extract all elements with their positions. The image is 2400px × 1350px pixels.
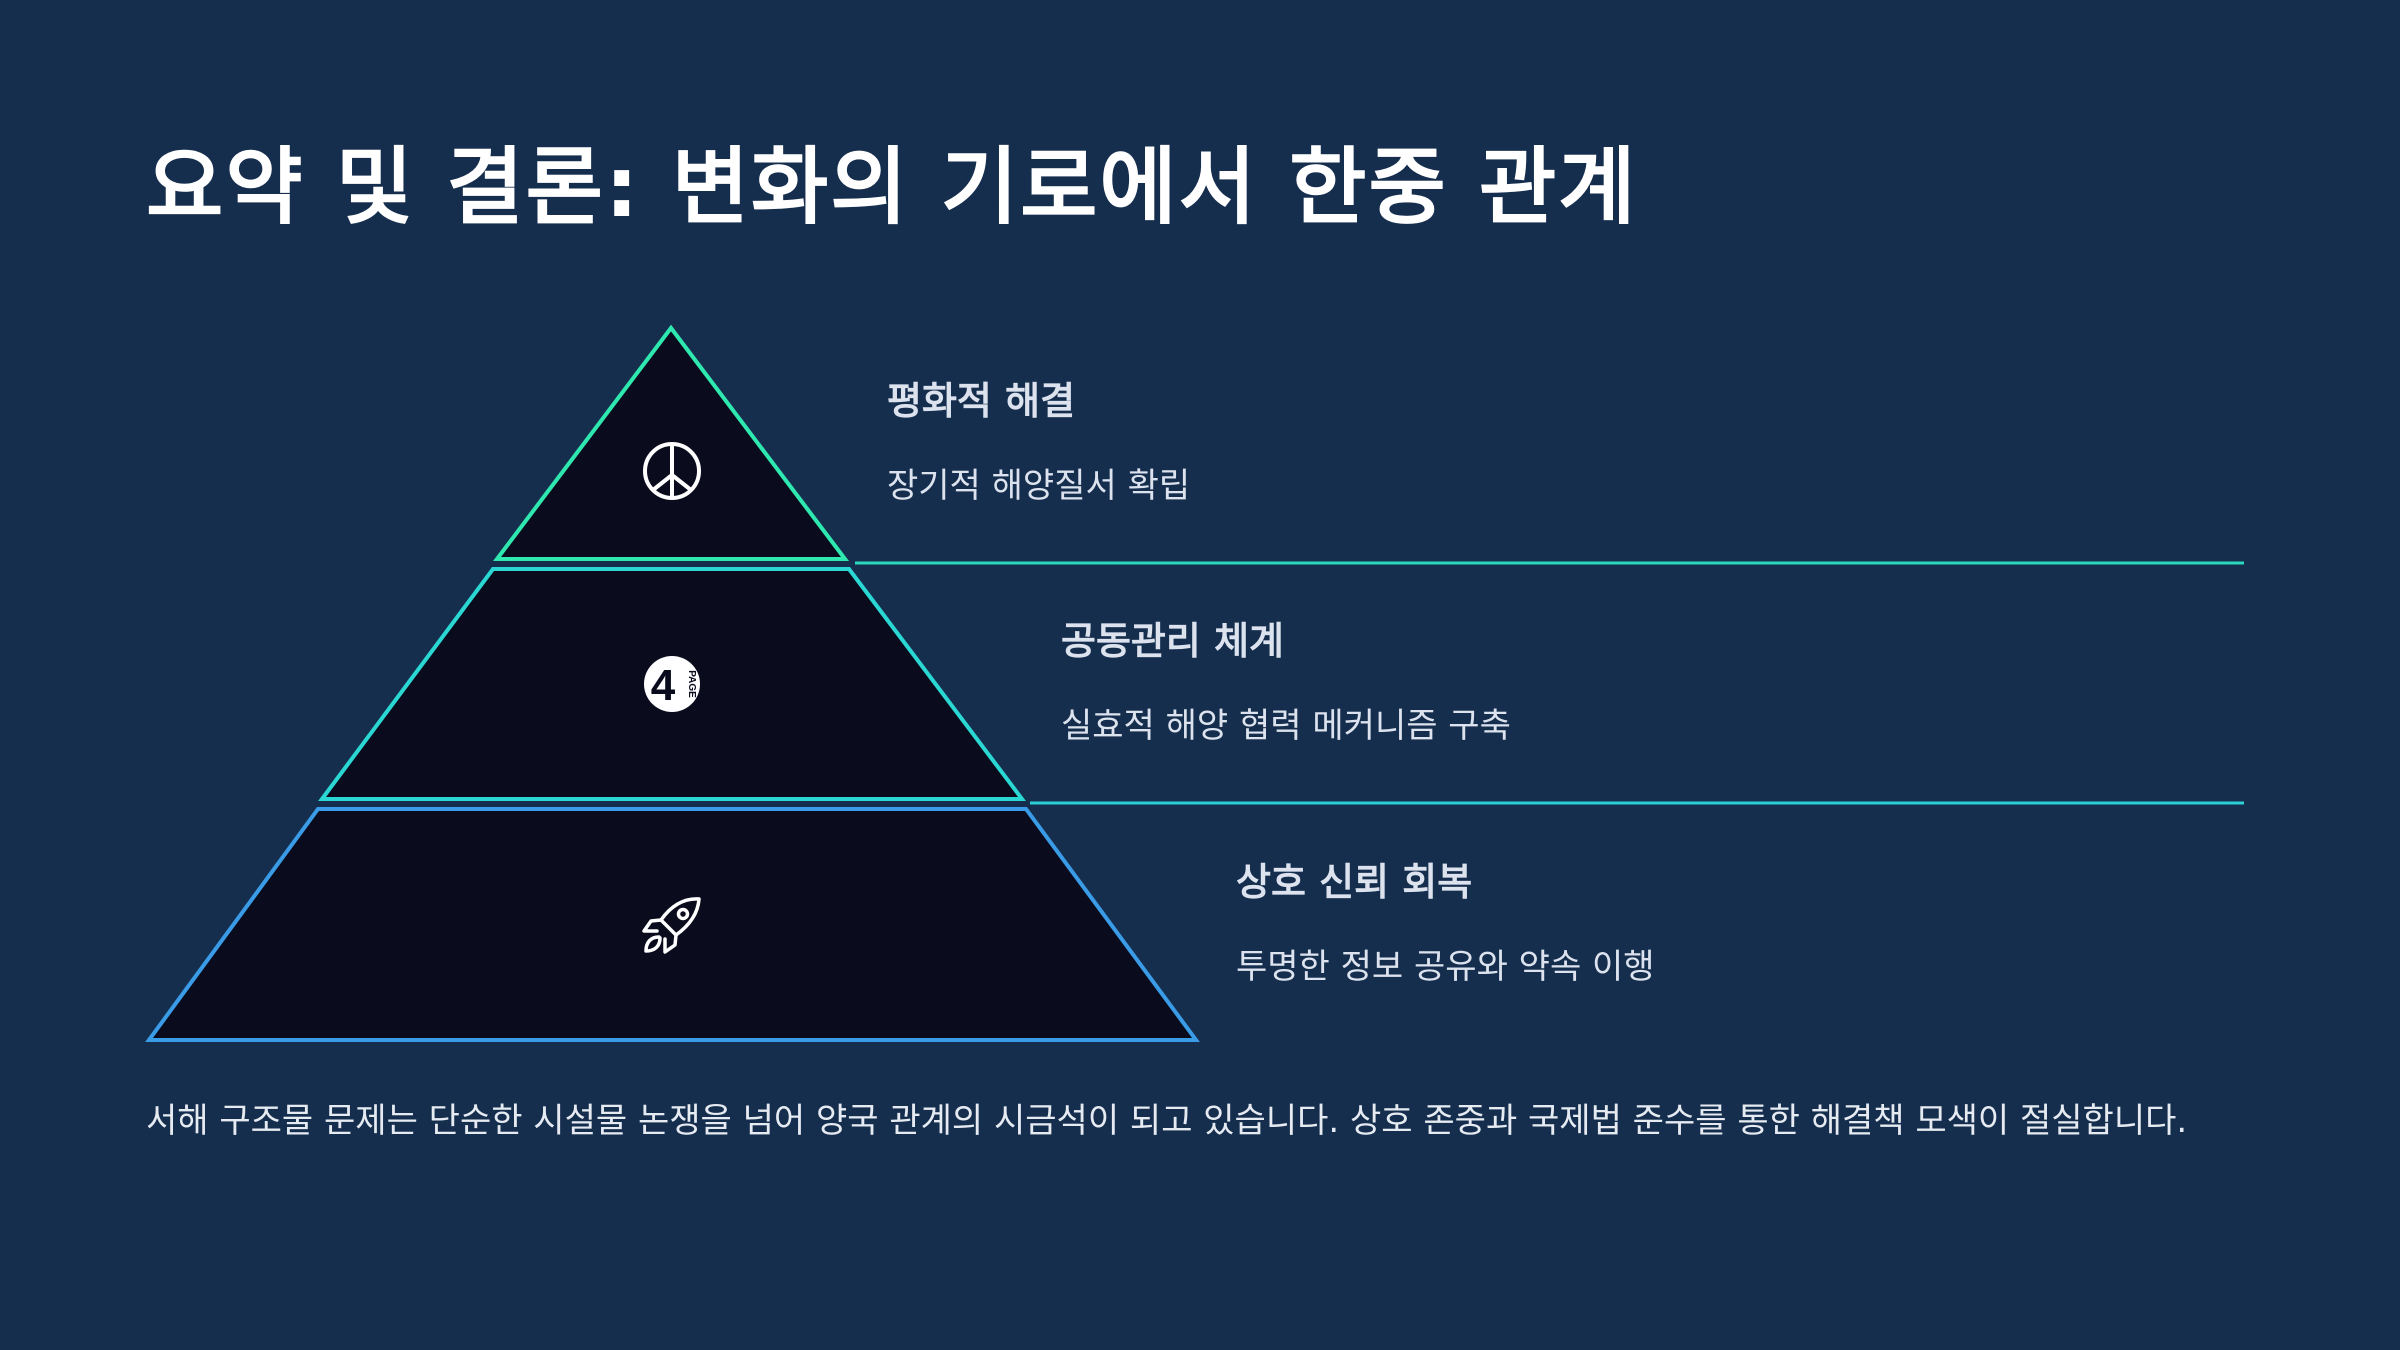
tier-heading: 평화적 해결 bbox=[887, 379, 1076, 423]
page-title: 요약 및 결론: 변화의 기로에서 한중 관계 bbox=[146, 138, 1638, 236]
peace-icon bbox=[643, 442, 701, 500]
tier-description: 실효적 해양 협력 메커니즘 구축 bbox=[1061, 706, 1511, 746]
tier-text-bottom: 상호 신뢰 회복 투명한 정보 공유와 약속 이행 bbox=[1236, 851, 1655, 987]
pyramid-tier-bottom bbox=[145, 807, 1200, 1042]
four-page-icon: 4 PAGE bbox=[644, 656, 700, 712]
rocket-icon bbox=[642, 897, 701, 954]
tier-text-top: 평화적 해결 장기적 해양질서 확립 bbox=[887, 370, 1190, 506]
tier-heading: 상호 신뢰 회복 bbox=[1236, 860, 1473, 904]
summary-paragraph: 서해 구조물 문제는 단순한 시설물 논쟁을 넘어 양국 관계의 시금석이 되고… bbox=[146, 1101, 2188, 1141]
four-page-icon-label: PAGE bbox=[686, 670, 697, 698]
four-page-icon-number: 4 bbox=[651, 661, 676, 710]
tier-text-middle: 공동관리 체계 실효적 해양 협력 메커니즘 구축 bbox=[1061, 610, 1511, 746]
tier-description: 장기적 해양질서 확립 bbox=[887, 466, 1191, 506]
tier-heading: 공동관리 체계 bbox=[1061, 619, 1284, 663]
tier-description: 투명한 정보 공유와 약속 이행 bbox=[1236, 947, 1655, 987]
